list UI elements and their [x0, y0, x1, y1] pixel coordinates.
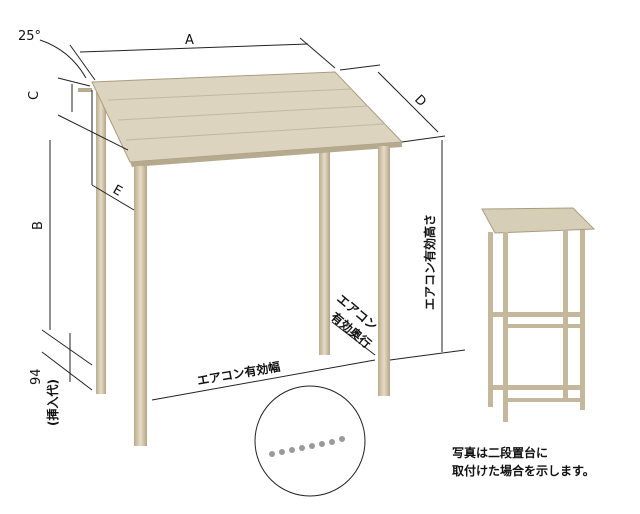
- dimension-b-label: B: [31, 221, 46, 230]
- screw-icons: [269, 436, 345, 457]
- caption-line-2: 取付けた場合を示します。: [452, 464, 595, 478]
- angle-label: 25°: [18, 29, 41, 44]
- insertion-note-label: (挿入代): [45, 379, 60, 426]
- caption-line-1: 写真は二段置台に: [452, 446, 549, 460]
- dimension-c-label: C: [27, 91, 42, 100]
- roof-fascia: [130, 142, 402, 167]
- effective-width-label: エアコン有効幅: [196, 359, 281, 388]
- back-left-leg: [96, 92, 106, 394]
- two-tier-stand-photo: [481, 207, 596, 422]
- insertion-value-label: 94: [29, 368, 44, 385]
- effective-height-label: エアコン有効高さ: [422, 214, 437, 310]
- front-right-leg: [378, 146, 390, 396]
- front-left-leg: [134, 166, 147, 446]
- dimension-lines: [39, 37, 466, 497]
- bracket: [78, 88, 92, 92]
- dimension-a-label: A: [185, 33, 194, 48]
- back-right-leg: [319, 150, 330, 355]
- screws-detail-circle: [254, 385, 366, 497]
